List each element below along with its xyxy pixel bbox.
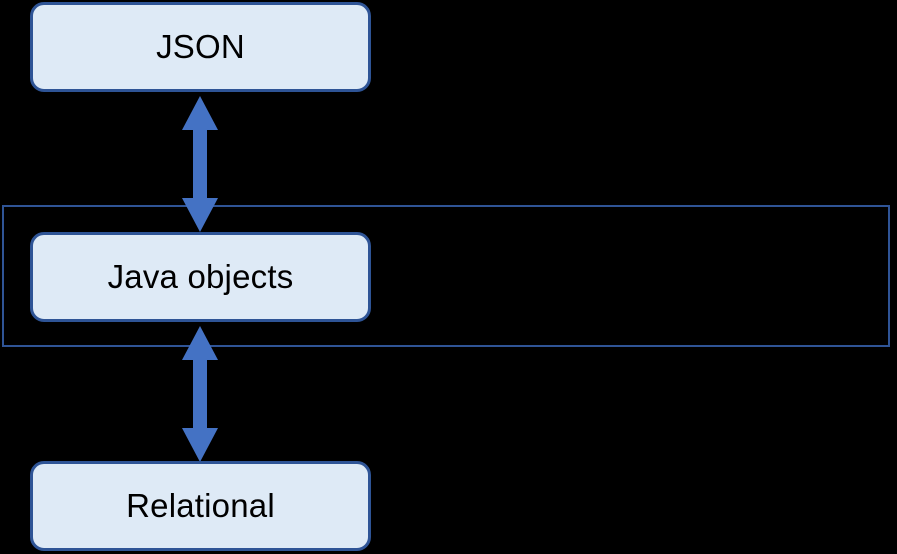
node-json-label: JSON	[156, 27, 245, 65]
node-java-objects-label: Java objects	[107, 257, 294, 295]
double-arrow-icon-json-java	[182, 96, 218, 232]
node-relational[interactable]: Relational	[30, 461, 371, 551]
node-relational-label: Relational	[126, 486, 275, 524]
java-layer-frame	[2, 205, 890, 347]
node-json[interactable]: JSON	[30, 2, 371, 92]
double-arrow-icon-java-relational	[182, 326, 218, 462]
node-java-objects[interactable]: Java objects	[30, 232, 371, 322]
